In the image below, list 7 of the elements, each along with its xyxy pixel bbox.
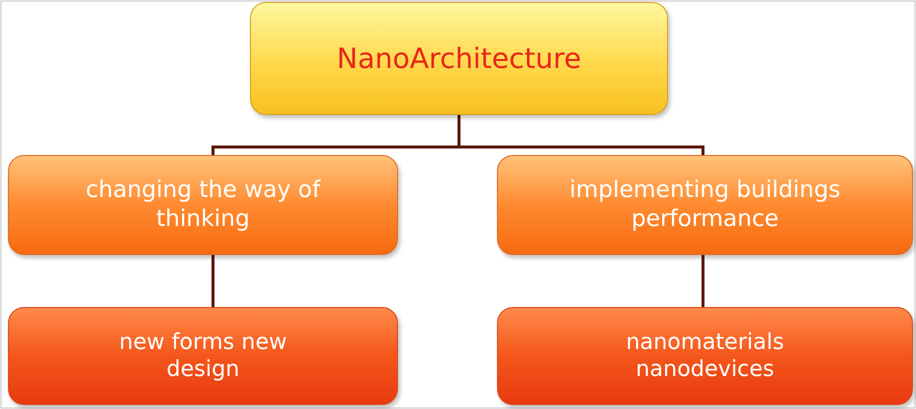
topic-box: nanomaterials nanodevices — [497, 307, 913, 405]
connector-line — [212, 255, 214, 307]
connector-line — [702, 255, 704, 307]
title-box: NanoArchitecture — [250, 2, 668, 115]
topic-box: new forms new design — [8, 307, 398, 405]
category-box: implementing buildings performance — [497, 155, 913, 255]
category-box: changing the way of thinking — [8, 155, 398, 255]
